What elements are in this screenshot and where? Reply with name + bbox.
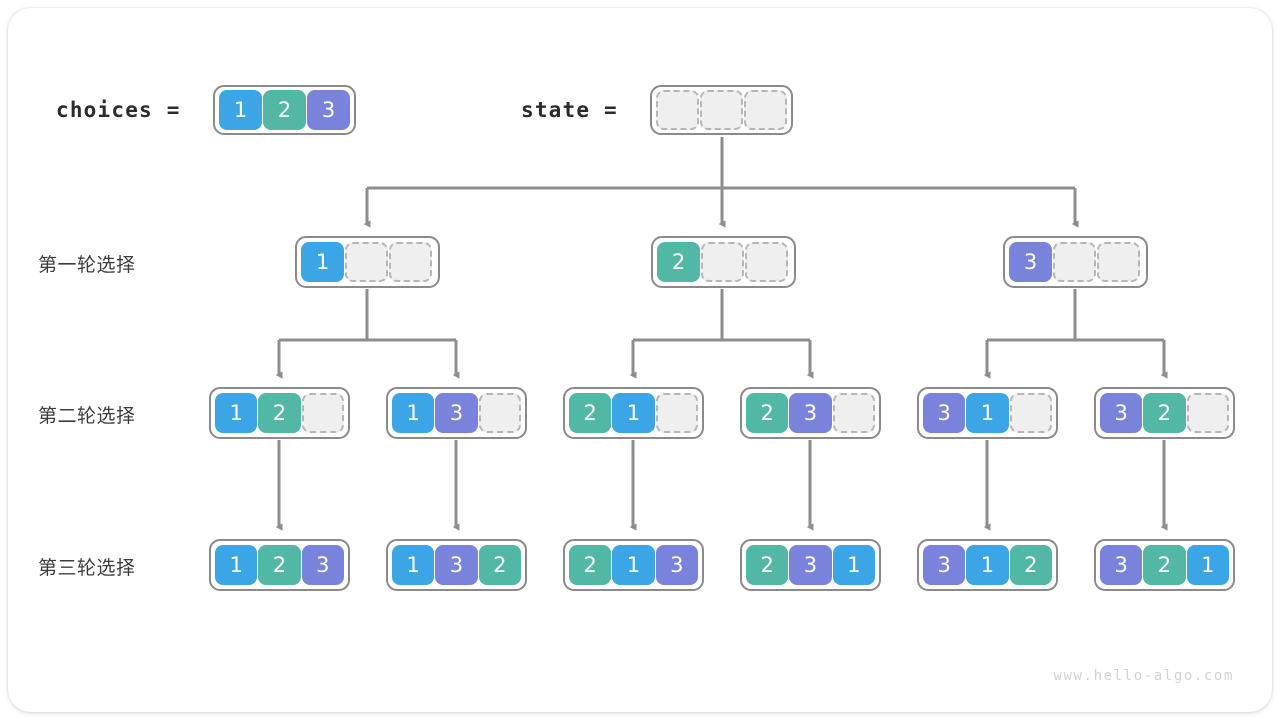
array-cell-filled: 2 [1143, 393, 1186, 433]
array-cell-empty [345, 242, 388, 282]
array-cell-empty [745, 242, 788, 282]
state-array [650, 85, 793, 135]
array-cell-empty [832, 393, 875, 433]
array-cell-filled: 1 [215, 393, 258, 433]
round1-state-array: 1 [295, 236, 440, 288]
array-cell-filled: 2 [746, 545, 789, 585]
array-cell-filled: 1 [612, 393, 655, 433]
array-cell-filled: 1 [392, 393, 435, 433]
round1-state-array: 2 [651, 236, 796, 288]
array-cell-empty [1053, 242, 1096, 282]
array-cell-empty [389, 242, 432, 282]
array-cell-filled: 3 [1009, 242, 1052, 282]
array-cell-filled: 1 [301, 242, 344, 282]
array-cell-filled: 3 [435, 545, 478, 585]
array-cell-filled: 2 [569, 545, 612, 585]
array-cell-filled: 1 [219, 90, 262, 130]
array-cell-empty [1097, 242, 1140, 282]
array-cell-filled: 2 [1009, 545, 1052, 585]
array-cell-filled: 2 [258, 545, 301, 585]
array-cell-filled: 1 [1186, 545, 1229, 585]
watermark: www.hello-algo.com [1053, 668, 1234, 684]
array-cell-filled: 3 [435, 393, 478, 433]
array-cell-empty [656, 90, 699, 130]
array-cell-filled: 2 [657, 242, 700, 282]
round1-state-array: 3 [1003, 236, 1148, 288]
array-cell-filled: 1 [392, 545, 435, 585]
array-cell-empty [301, 393, 344, 433]
array-cell-filled: 3 [923, 393, 966, 433]
array-cell-empty [1009, 393, 1052, 433]
array-cell-filled: 2 [478, 545, 521, 585]
array-cell-filled: 2 [569, 393, 612, 433]
choices-label: choices = [56, 98, 181, 122]
array-cell-filled: 3 [923, 545, 966, 585]
array-cell-empty [700, 90, 743, 130]
array-cell-filled: 2 [258, 393, 301, 433]
array-cell-filled: 3 [307, 90, 350, 130]
row-label-round2: 第二轮选择 [38, 405, 136, 427]
array-cell-filled: 2 [746, 393, 789, 433]
array-cell-filled: 3 [1100, 545, 1143, 585]
array-cell-filled: 1 [966, 393, 1009, 433]
row-label-round1: 第一轮选择 [38, 254, 136, 276]
array-cell-empty [1186, 393, 1229, 433]
array-cell-filled: 3 [655, 545, 698, 585]
row-label-round3: 第三轮选择 [38, 557, 136, 579]
array-cell-empty [744, 90, 787, 130]
array-cell-empty [701, 242, 744, 282]
array-cell-empty [478, 393, 521, 433]
array-cell-filled: 2 [263, 90, 306, 130]
array-cell-filled: 1 [612, 545, 655, 585]
array-cell-filled: 1 [215, 545, 258, 585]
state-label: state = [521, 98, 618, 122]
array-cell-filled: 3 [301, 545, 344, 585]
array-cell-filled: 2 [1143, 545, 1186, 585]
array-cell-filled: 3 [1100, 393, 1143, 433]
diagram-card [8, 8, 1272, 712]
array-cell-filled: 1 [832, 545, 875, 585]
array-cell-filled: 3 [789, 393, 832, 433]
array-cell-filled: 1 [966, 545, 1009, 585]
array-cell-empty [655, 393, 698, 433]
array-cell-filled: 3 [789, 545, 832, 585]
